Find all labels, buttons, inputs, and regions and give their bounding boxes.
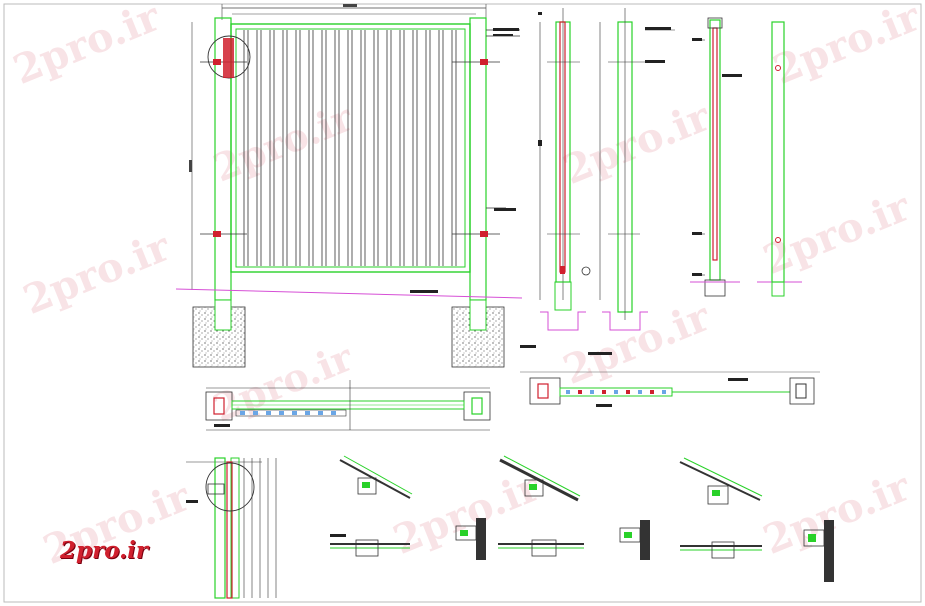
hardware-detail-5: [498, 539, 584, 557]
plan-bolt-hole: [253, 411, 258, 415]
hardware-detail-1: [339, 455, 413, 499]
side-section-1: [520, 8, 591, 348]
plan-bolt-hole: [650, 390, 654, 394]
plan-bolt-hole: [292, 411, 297, 415]
plan-bolt-hole: [305, 411, 310, 415]
side-section-2: [588, 8, 675, 355]
hardware-detail-6: [680, 541, 762, 559]
plan-bolt-hole: [614, 390, 618, 394]
gate-elevation: [175, 4, 523, 368]
enlarged-hinge-detail: [186, 457, 277, 599]
wall-anchor-detail-2: [619, 520, 650, 560]
wall-anchor-detail-1: [455, 518, 486, 560]
plan-bolt-hole: [602, 390, 606, 394]
plan-bolt-hole: [590, 390, 594, 394]
plan-view-2: [520, 371, 820, 407]
hardware-detail-4: [330, 534, 410, 557]
plan-bolt-hole: [578, 390, 582, 394]
plan-bolt-hole: [662, 390, 666, 394]
plan-bolt-hole: [638, 390, 642, 394]
plan-view: [205, 380, 491, 431]
plan-bolt-hole: [266, 411, 271, 415]
plan-bolt-hole: [318, 411, 323, 415]
hardware-detail-2: [499, 455, 581, 502]
plan-bolt-hole: [331, 411, 336, 415]
plan-bolt-hole: [626, 390, 630, 394]
site-logo: 2pro.ir: [60, 537, 149, 564]
wall-anchor-detail-3: [803, 520, 834, 582]
plan-bolt-hole: [240, 411, 245, 415]
hardware-detail-3: [679, 457, 763, 505]
plan-bolt-hole: [279, 411, 284, 415]
side-section-3: [690, 17, 742, 297]
plan-bolt-hole: [566, 390, 570, 394]
sheet-border: [3, 3, 922, 603]
side-section-4: [757, 21, 802, 297]
